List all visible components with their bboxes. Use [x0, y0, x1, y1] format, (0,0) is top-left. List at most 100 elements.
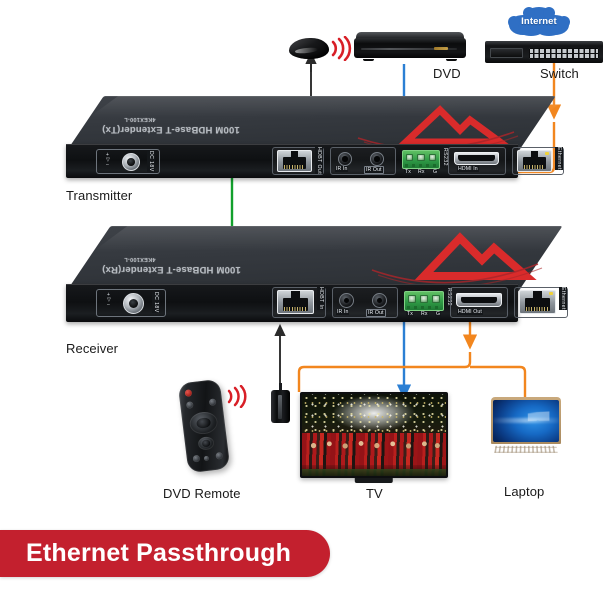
ir-receiver-window [278, 394, 283, 420]
rj45-pins [283, 165, 306, 169]
tv-image-pitch [302, 468, 446, 476]
hdmi-mouth [460, 296, 498, 303]
transmitter-hdbt-box [272, 147, 324, 175]
transmitter-rs232-g-caption: G [432, 169, 439, 175]
tv-stand [354, 478, 394, 483]
ir-receiver-neck [279, 383, 282, 391]
rj45-pins [523, 165, 546, 169]
rj45-pins [284, 307, 307, 311]
receiver-ir-out-port[interactable] [372, 293, 387, 308]
dvd-foot-left [362, 58, 375, 62]
rj45-link-led [549, 292, 553, 295]
transmitter-rs232-tx-caption: Tx [404, 169, 412, 175]
transmitter-rs232-rx-caption: Rx [417, 169, 426, 175]
switch-label: Switch [540, 66, 579, 81]
transmitter-ir-in-caption: IR In [335, 166, 349, 172]
switch-body [485, 41, 603, 63]
terminal-screw-g [431, 295, 441, 303]
receiver-ir-in-caption: IR In [336, 309, 350, 315]
receiver-ir-box [332, 287, 398, 318]
receiver-dc-caption: DC 18V [152, 292, 160, 313]
rj45-pins [526, 307, 549, 311]
receiver-rs232-g-caption: G [435, 311, 442, 317]
laptop-label: Laptop [504, 484, 545, 499]
transmitter-model-text: 4KEX100-L [124, 116, 156, 122]
transmitter-rs232-terminal[interactable] [402, 150, 440, 169]
receiver-model-text: 4KEX100-L [124, 256, 156, 262]
transmitter-top-gloss [89, 96, 571, 118]
receiver-eth-box [514, 287, 568, 318]
ir-receiver-body [271, 390, 290, 423]
rj45-link-led [545, 152, 549, 155]
laptop-device [486, 397, 566, 459]
laptop-screen [493, 399, 559, 442]
receiver-hdbt-in-port[interactable] [277, 290, 314, 314]
switch-front-panel [489, 48, 523, 58]
receiver-hdmi-out-port[interactable] [456, 293, 502, 307]
receiver-ir-out-caption: IR Out [366, 309, 386, 317]
laptop-keyboard [493, 445, 559, 453]
dvd-body [354, 37, 466, 58]
terminal-legs [405, 164, 437, 167]
transmitter-dc-frame [96, 149, 160, 174]
feature-banner: Ethernet Passthrough [0, 530, 330, 577]
transmitter-label: Transmitter [66, 188, 133, 203]
transmitter-ir-out-caption: IR Out [364, 166, 384, 174]
terminal-screw-tx [405, 154, 414, 162]
transmitter-eth-box [512, 147, 564, 175]
dvd-label: DVD [433, 66, 461, 81]
terminal-legs [407, 306, 441, 309]
transmitter-eth-caption: Ethernet [555, 147, 563, 170]
transmitter-brand-text: 100M HDBase-T Extender(Tx) [102, 124, 240, 135]
windows-wallpaper-beam [493, 418, 559, 424]
transmitter-hdmi-in-port[interactable] [454, 152, 499, 165]
cable-switch-to-tx-ethernet-run [477, 122, 556, 174]
transmitter-device: 100M HDBase-T Extender(Tx) 4KEX100-L +▽–… [66, 96, 571, 178]
cable-rx-ethernet-bus [297, 352, 472, 392]
ir-waves-remote [227, 385, 247, 408]
terminal-screw-tx [407, 295, 417, 303]
transmitter-rs232-caption: RS232 [441, 148, 449, 166]
receiver-dc-jack [123, 293, 144, 314]
receiver-rs232-tx-caption: Tx [406, 311, 414, 317]
receiver-ir-in-port[interactable] [339, 293, 354, 308]
dvd-logo-badge [433, 47, 449, 50]
dvd-player-device [354, 32, 466, 64]
cloud-shape-icon [508, 7, 570, 36]
receiver-top-gloss [93, 226, 580, 252]
receiver-rs232-rx-caption: Rx [420, 311, 429, 317]
rj45-tab [291, 291, 300, 299]
transmitter-ir-out-port[interactable] [370, 152, 384, 166]
terminal-screw-rx [419, 295, 429, 303]
receiver-hdmi-box [450, 287, 508, 318]
receiver-label: Receiver [66, 341, 119, 356]
receiver-hdmi-caption: HDMI Out [457, 309, 483, 315]
ir-emitter-device [289, 38, 329, 59]
receiver-hdbt-caption: HDBT In [317, 287, 325, 310]
polarity-symbol-icon: +▽– [107, 292, 111, 308]
rj45-tab [290, 151, 299, 158]
transmitter-hdbt-caption: HDBT Out [315, 147, 323, 175]
receiver-hdbt-box [272, 287, 326, 318]
dvd-remote-label: DVD Remote [163, 486, 241, 501]
transmitter-ir-in-port[interactable] [338, 152, 352, 166]
rj45-tab [533, 291, 542, 299]
transmitter-ethernet-port[interactable] [517, 150, 552, 172]
receiver-rs232-terminal[interactable] [404, 291, 444, 311]
receiver-front-panel: +▽– DC 18V HDBT In IR In IR Out [66, 284, 568, 322]
hdmi-mouth [458, 155, 495, 162]
dvd-tray-strip [360, 48, 458, 51]
transmitter-hdmi-caption: HDMI In [457, 166, 479, 172]
ir-emitter-gloss [295, 46, 319, 54]
ir-waves-emitter [331, 36, 352, 61]
transmitter-dc-caption: DC 18V [147, 151, 155, 172]
transmitter-hdbt-out-port[interactable] [277, 150, 312, 172]
transmitter-ir-box [330, 147, 396, 175]
receiver-eth-caption: Ethernet [559, 287, 567, 310]
receiver-ethernet-port[interactable] [519, 290, 556, 314]
tv-screen [302, 394, 446, 476]
laptop-base [482, 443, 570, 459]
switch-port-bank [528, 48, 600, 59]
receiver-rs232-caption: RS232 [445, 288, 453, 306]
